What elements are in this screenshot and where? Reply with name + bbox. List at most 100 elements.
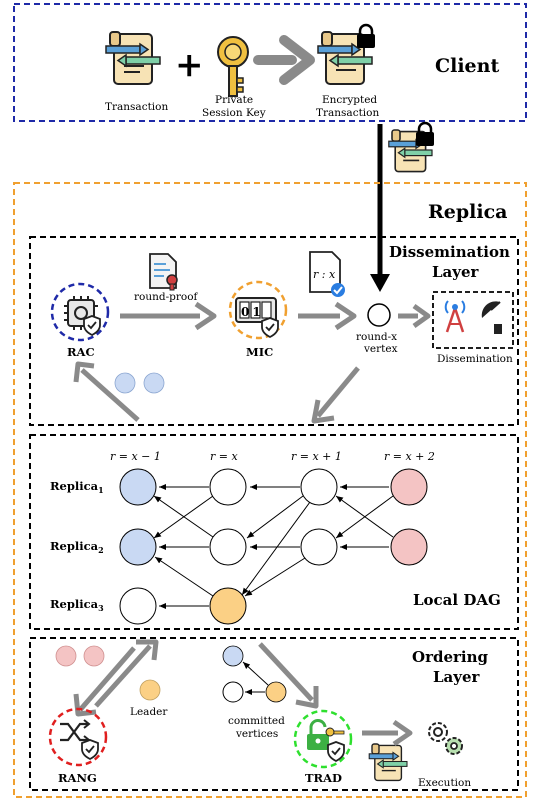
round-proof-label: round-proof <box>134 291 199 303</box>
replica-1-label: Replica1 <box>50 479 104 495</box>
local-dag-title: Local DAG <box>413 591 501 609</box>
committed-label-line1: committed <box>228 715 285 727</box>
rac-to-mic-arrow <box>120 301 217 331</box>
committed-white <box>222 681 244 703</box>
mic-label: MIC <box>246 345 273 359</box>
dag-node-r2-xp2 <box>390 528 428 566</box>
dag-node-r3-x <box>209 587 247 625</box>
mic-shield-icon <box>261 317 279 339</box>
gears-icon <box>428 722 463 755</box>
blue-token-2 <box>143 372 165 394</box>
encrypt-arrow <box>253 35 315 85</box>
rang-label: RANG <box>58 771 97 785</box>
encrypted-scroll-icon <box>317 31 373 85</box>
rang-shield-icon <box>81 739 99 761</box>
dag-edge <box>244 557 306 597</box>
dag-node-r1-xp2 <box>390 468 428 506</box>
blue-token-1 <box>114 372 136 394</box>
counter-icon <box>235 297 277 323</box>
committed-edge-1 <box>242 661 269 686</box>
rx-doc-icon <box>309 251 345 297</box>
key-small-icon <box>325 727 345 737</box>
transaction-label: Transaction <box>105 101 168 113</box>
dag-node-r2-x <box>209 528 247 566</box>
round-label-x-minus-1: r = x − 1 <box>110 450 161 463</box>
mic-ring <box>228 280 288 340</box>
encrypted-label-line1: Encrypted <box>322 94 377 106</box>
replica-box <box>13 182 527 798</box>
vertex-label-line2: vertex <box>363 343 398 355</box>
dissemination-title-line2: Layer <box>432 263 480 281</box>
rang-ring <box>48 707 108 767</box>
rac-label: RAC <box>67 345 95 359</box>
ordered-transaction-scroll-icon <box>368 743 408 782</box>
rang-dag-arrows <box>73 639 159 717</box>
transaction-scroll-icon <box>105 31 161 85</box>
satellite-dish-icon <box>481 301 502 334</box>
dag-node-r3-xm1 <box>119 587 157 625</box>
shuffle-icon <box>60 719 91 745</box>
dag-node-r1-xp1 <box>300 468 338 506</box>
ordering-layer-box <box>29 637 519 791</box>
client-box <box>13 3 527 122</box>
dag-node-r1-x <box>209 468 247 506</box>
replica-3-label: Replica3 <box>50 597 104 613</box>
local-dag-box <box>29 434 519 630</box>
dissemination-to-dag-arrow <box>311 366 360 424</box>
ordering-title-line1: Ordering <box>412 648 489 666</box>
unlock-icon <box>307 719 329 750</box>
committed-blue <box>222 645 244 667</box>
antenna-icon <box>444 300 466 333</box>
pink-token-2 <box>83 645 105 667</box>
vertex-to-dissemination-arrow <box>398 303 431 329</box>
dag-node-r2-xm1 <box>119 528 157 566</box>
dag-edge <box>153 495 214 538</box>
submit-arrow <box>370 124 390 292</box>
rac-ring <box>50 282 110 342</box>
round-label-x-plus-1: r = x + 1 <box>291 450 342 463</box>
key-label-line1: Private <box>215 94 253 106</box>
dissemination-layer-box <box>29 236 519 426</box>
dissemination-title-line1: Dissemination <box>389 243 510 261</box>
mic-display: 01 <box>241 305 264 319</box>
client-title: Client <box>435 55 499 77</box>
dag-node-r1-xm1 <box>119 468 157 506</box>
dissemination-box <box>432 291 514 349</box>
dag-edges <box>153 484 394 609</box>
leader-token <box>139 679 161 701</box>
dag-edge <box>246 495 304 539</box>
round-label-x: r = x <box>210 450 238 463</box>
dag-edge <box>241 501 311 596</box>
leader-label: Leader <box>130 706 168 718</box>
replica-title: Replica <box>428 201 507 223</box>
dissemination-label: Dissemination <box>437 353 513 365</box>
dag-to-rac-arrow <box>73 361 140 422</box>
round-label-x-plus-2: r = x + 2 <box>384 450 435 463</box>
pink-token-1 <box>55 645 77 667</box>
round-proof-doc-icon <box>149 253 178 291</box>
dag-to-trad-arrow <box>258 642 319 709</box>
dag-edge <box>335 495 394 538</box>
encrypted-label-line2: Transaction <box>316 107 379 119</box>
chip-icon <box>64 296 98 330</box>
replica-2-label: Replica2 <box>50 539 104 555</box>
lock-float-icon <box>416 121 434 146</box>
trad-to-execution-arrow <box>362 719 413 747</box>
ordering-title-line2: Layer <box>433 668 481 686</box>
rx-doc-label: r : x <box>313 268 336 281</box>
committed-orange <box>265 681 287 703</box>
round-x-vertex <box>367 303 391 327</box>
trad-label: TRAD <box>305 771 342 785</box>
trad-shield-icon <box>327 741 345 763</box>
execution-label: Execution <box>418 777 471 789</box>
plus-sign: + <box>175 45 204 85</box>
key-label-line2: Session Key <box>202 107 266 119</box>
vertex-label-line1: round-x <box>356 331 397 343</box>
mic-to-vertex-arrow <box>298 301 357 331</box>
dag-edge <box>154 556 214 597</box>
dag-node-r2-xp1 <box>300 528 338 566</box>
lock-icon <box>357 23 375 48</box>
committed-label-line2: vertices <box>235 728 278 740</box>
trad-ring <box>293 709 353 769</box>
